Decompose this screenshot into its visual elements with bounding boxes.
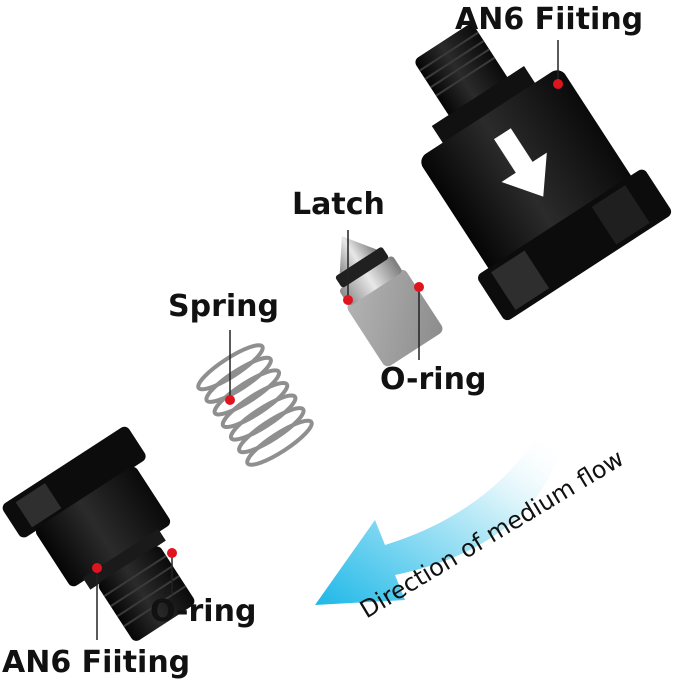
arrow-icon	[494, 128, 547, 197]
top-an6-fitting	[415, 24, 672, 321]
flow-arrow-icon	[315, 440, 560, 605]
marker-latch-oring	[414, 282, 424, 292]
label-latch-oring: O-ring	[380, 362, 487, 397]
callout-lines	[96, 40, 559, 640]
marker-bottom-oring	[167, 548, 177, 558]
marker-spring	[225, 395, 235, 405]
label-spring: Spring	[168, 289, 279, 324]
spring-part	[196, 343, 314, 467]
label-latch: Latch	[292, 187, 385, 222]
bottom-an6-fitting	[2, 426, 195, 641]
callout-markers	[92, 79, 563, 573]
marker-latch	[343, 295, 353, 305]
label-top-fitting: AN6 Fiiting	[455, 2, 644, 37]
marker-top-fitting	[553, 79, 563, 89]
latch-part	[335, 236, 443, 367]
marker-bottom-fitting	[92, 563, 102, 573]
label-bottom-oring: O-ring	[150, 594, 257, 629]
label-bottom-fitting: AN6 Fiiting	[2, 645, 191, 680]
